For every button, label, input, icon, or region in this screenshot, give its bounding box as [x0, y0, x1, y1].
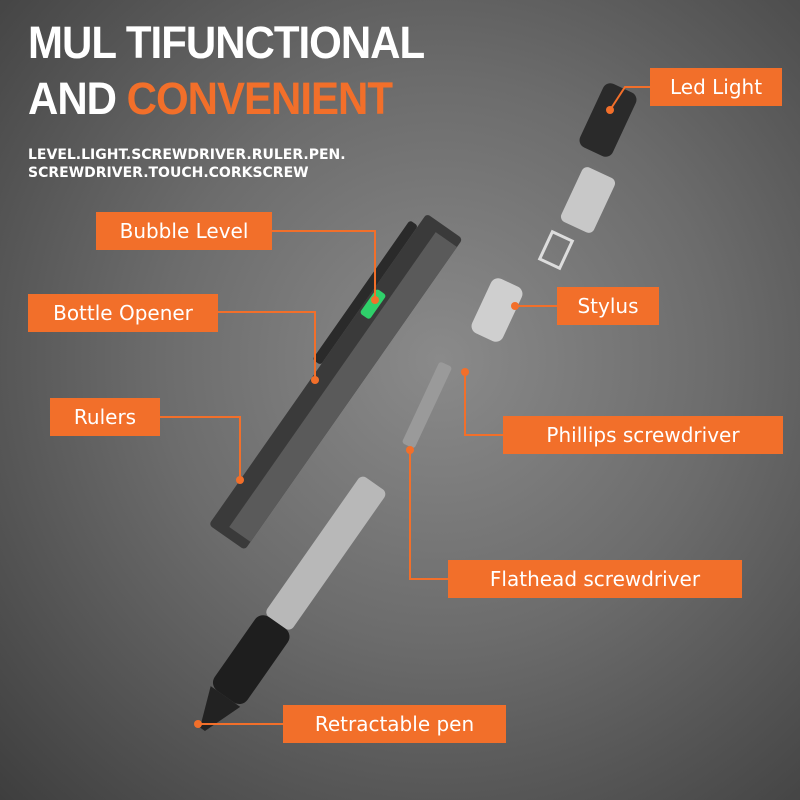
- label-retractable-pen: Retractable pen: [283, 705, 506, 743]
- label-bubble-level: Bubble Level: [96, 212, 272, 250]
- label-led-light: Led Light: [650, 68, 782, 106]
- headline-line1: MUL TIFUNCTIONAL: [28, 17, 425, 68]
- label-flathead-screwdriver: Flathead screwdriver: [448, 560, 742, 598]
- screwdriver-bit: [402, 362, 452, 448]
- leader-lines: [160, 86, 650, 725]
- label-phillips-screwdriver: Phillips screwdriver: [503, 416, 783, 454]
- pen-body: [210, 215, 462, 549]
- label-stylus: Stylus: [557, 287, 659, 325]
- label-rulers: Rulers: [50, 398, 160, 436]
- pen-lower-tube: [200, 476, 386, 731]
- stylus-part: [471, 278, 523, 342]
- feature-subtitle: LEVEL.LIGHT.SCREWDRIVER.RULER.PEN. SCREW…: [28, 146, 346, 182]
- led-light-part: [537, 83, 637, 271]
- subtitle-line1: LEVEL.LIGHT.SCREWDRIVER.RULER.PEN.: [28, 147, 346, 163]
- headline-white: AND: [28, 73, 117, 124]
- label-bottle-opener: Bottle Opener: [28, 294, 218, 332]
- subtitle-line2: SCREWDRIVER.TOUCH.CORKSCREW: [28, 165, 309, 181]
- headline-line2: AND CONVENIENT: [28, 73, 393, 124]
- headline-accent: CONVENIENT: [126, 73, 393, 124]
- leader-dots: [194, 106, 614, 728]
